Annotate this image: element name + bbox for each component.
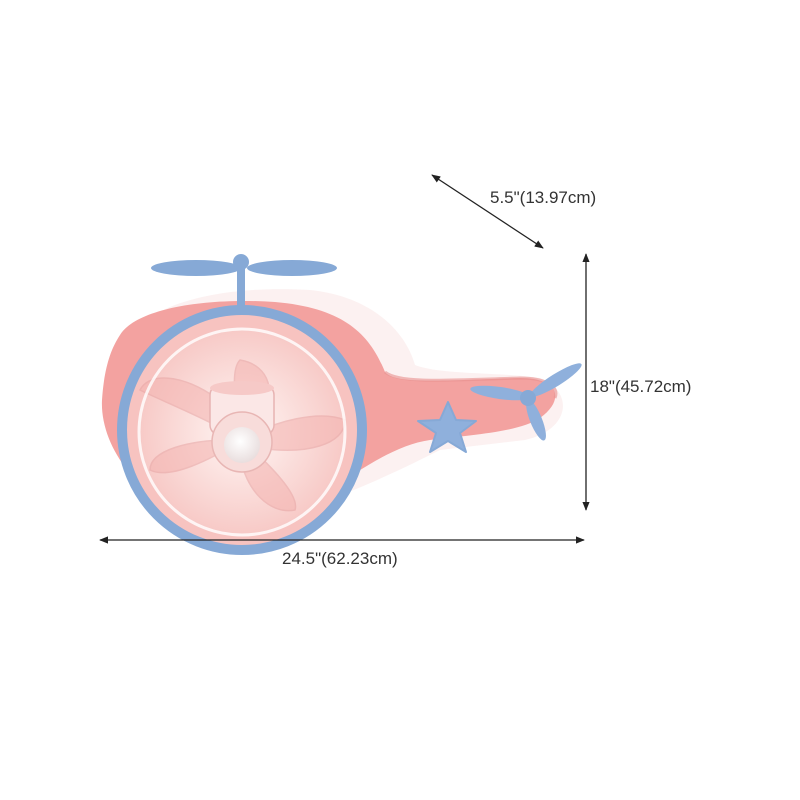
width-label: 24.5"(62.23cm) — [282, 549, 398, 568]
fan-light-ring — [137, 327, 347, 537]
rotor-hub — [233, 254, 249, 270]
fan-motor — [209, 381, 275, 473]
depth-arrow — [431, 174, 544, 249]
rotor-mast — [237, 262, 245, 307]
height-label: 18"(45.72cm) — [590, 377, 692, 396]
depth-label: 5.5"(13.97cm) — [490, 188, 597, 207]
star-decoration — [417, 401, 477, 453]
lamp-icon — [224, 427, 260, 463]
fan-ring — [117, 305, 367, 555]
tail-rotor — [470, 363, 582, 441]
rotor-blade-left — [151, 260, 241, 276]
rotor-blade-right — [247, 260, 337, 276]
